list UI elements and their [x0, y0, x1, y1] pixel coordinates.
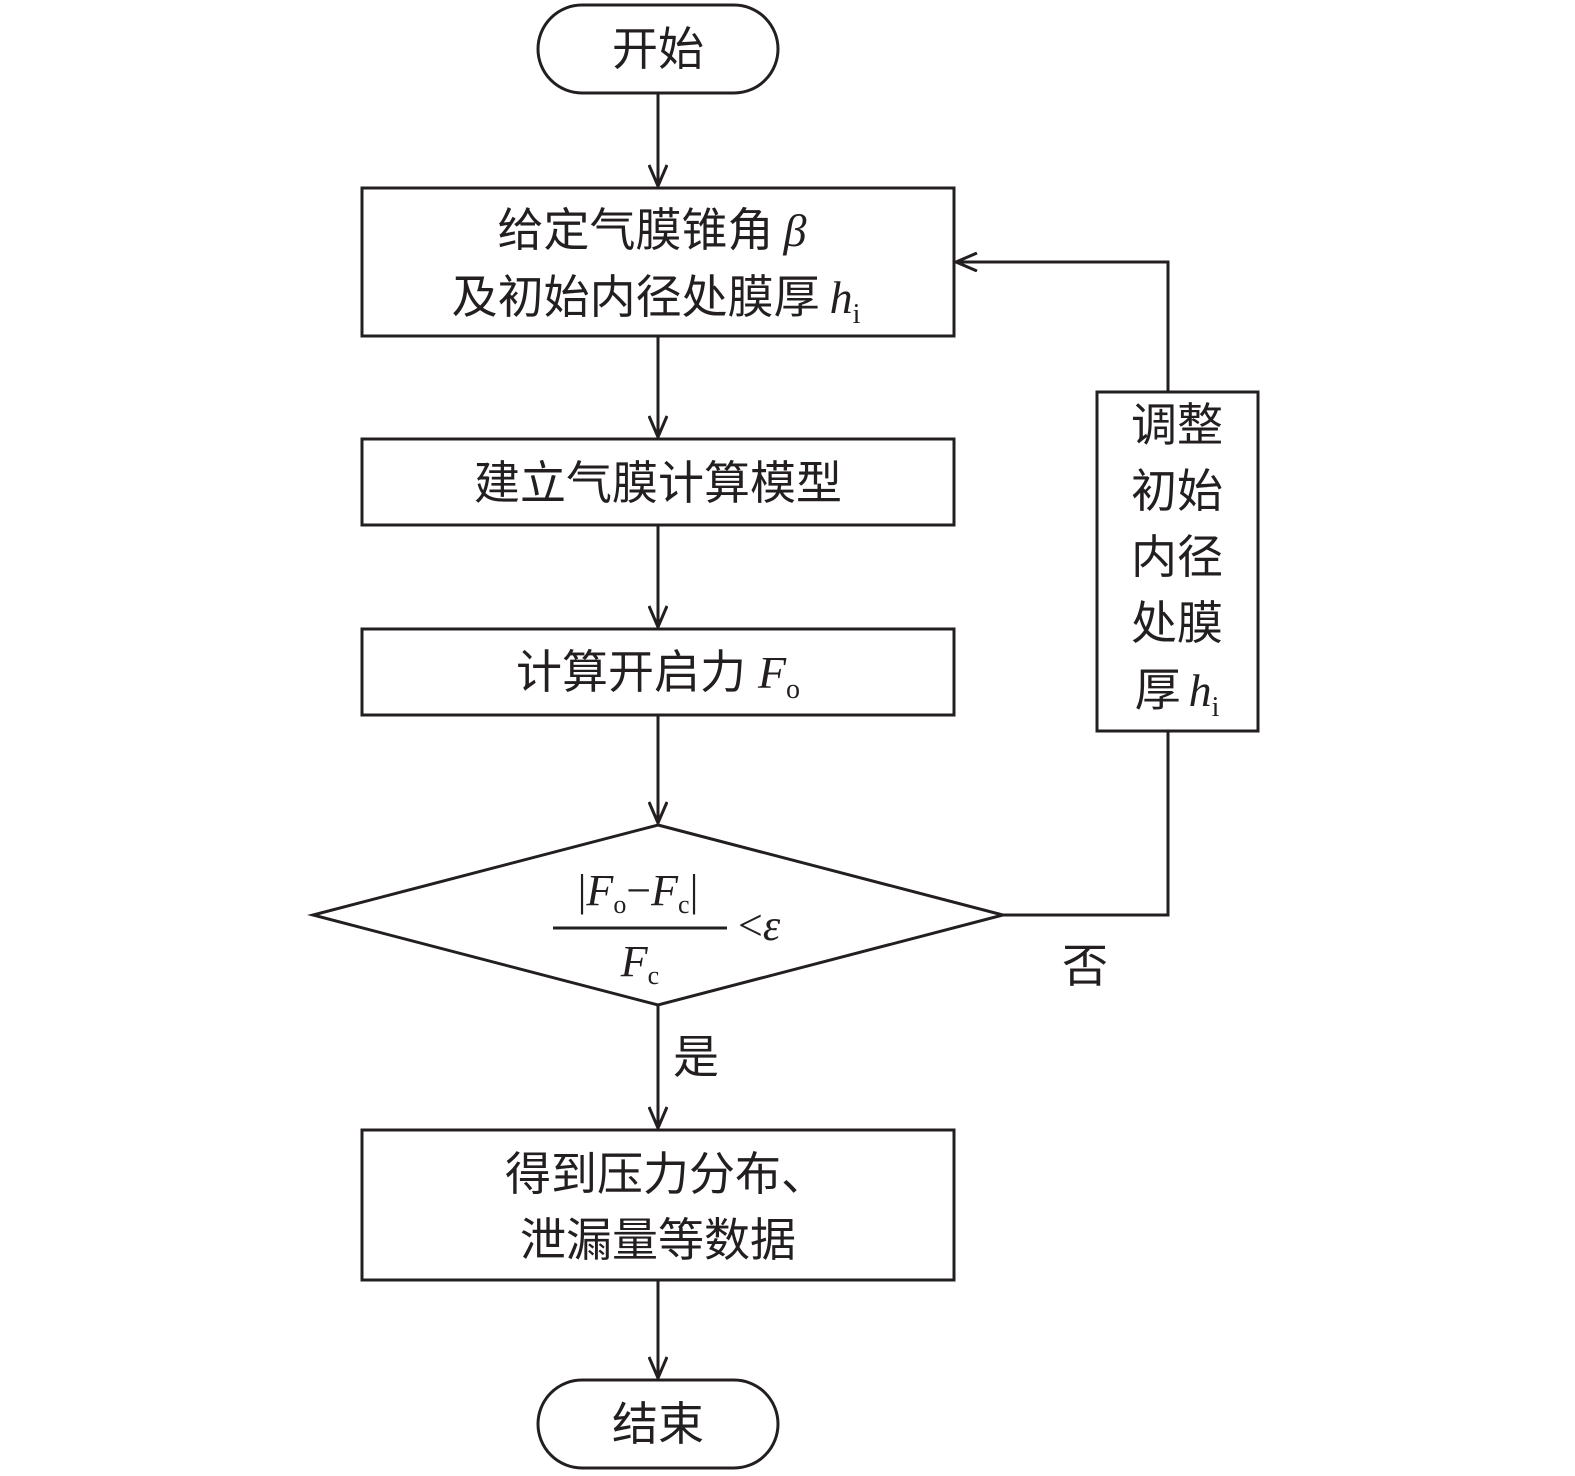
less-than-sign: < [738, 901, 763, 950]
adjust-line-3: 内径 [1131, 530, 1223, 584]
adjust-h-symbol: h [1189, 665, 1212, 716]
h-symbol: h [830, 272, 853, 323]
adjust-line-4: 处膜 [1131, 596, 1223, 650]
decision-numerator: |Fo−Fc| [578, 866, 699, 919]
yes-label: 是 [673, 1030, 719, 1084]
start-label: 开始 [612, 22, 704, 76]
decision-inequality: <ε [738, 901, 781, 950]
epsilon-symbol: ε [763, 901, 781, 950]
denominator-F: F [620, 937, 649, 986]
set-params-line2-text: 及初始内径处膜厚 [452, 270, 820, 324]
decision-denominator: Fc [620, 937, 659, 990]
numerator-F-close-sub: c [678, 890, 690, 919]
convergence-decision-node: |Fo−Fc| Fc <ε [307, 823, 1009, 1007]
end-terminal-shape [536, 1378, 780, 1470]
result-line1: 得到压力分布、 [505, 1147, 827, 1201]
abs-bar-left: | [578, 866, 587, 915]
loop-back-arrow-to-set-params [956, 262, 1170, 392]
beta-symbol: β [783, 205, 807, 256]
end-label: 结束 [612, 1397, 704, 1451]
adjust-thickness-box [1095, 390, 1260, 733]
result-line2: 泄漏量等数据 [520, 1213, 796, 1267]
numerator-F-close: F [650, 866, 679, 915]
start-node: 开始 [536, 3, 780, 95]
adjust-line-1: 调整 [1131, 398, 1223, 452]
compute-force-text: 计算开启力 [516, 645, 746, 699]
F-open-subscript: o [786, 674, 800, 705]
set-params-line1-text: 给定气膜锥角 [498, 203, 774, 257]
result-node: 得到压力分布、 泄漏量等数据 [360, 1128, 956, 1282]
abs-bar-right: | [690, 866, 699, 915]
adjust-last-text: 厚 [1135, 663, 1181, 717]
no-label: 否 [1062, 939, 1108, 993]
adjust-h-subscript: i [1212, 692, 1220, 723]
h-subscript: i [853, 299, 861, 330]
build-model-node: 建立气膜计算模型 [360, 437, 956, 527]
end-node: 结束 [536, 1378, 780, 1470]
denominator-F-sub: c [648, 961, 660, 990]
numerator-F-open-sub: o [613, 890, 626, 919]
no-branch-line-to-adjust [1003, 731, 1170, 917]
adjust-line-2: 初始 [1131, 464, 1223, 518]
minus-sign: − [626, 866, 651, 915]
F-open-symbol: F [757, 647, 787, 698]
build-model-label: 建立气膜计算模型 [474, 456, 842, 510]
numerator-F-open: F [585, 866, 614, 915]
